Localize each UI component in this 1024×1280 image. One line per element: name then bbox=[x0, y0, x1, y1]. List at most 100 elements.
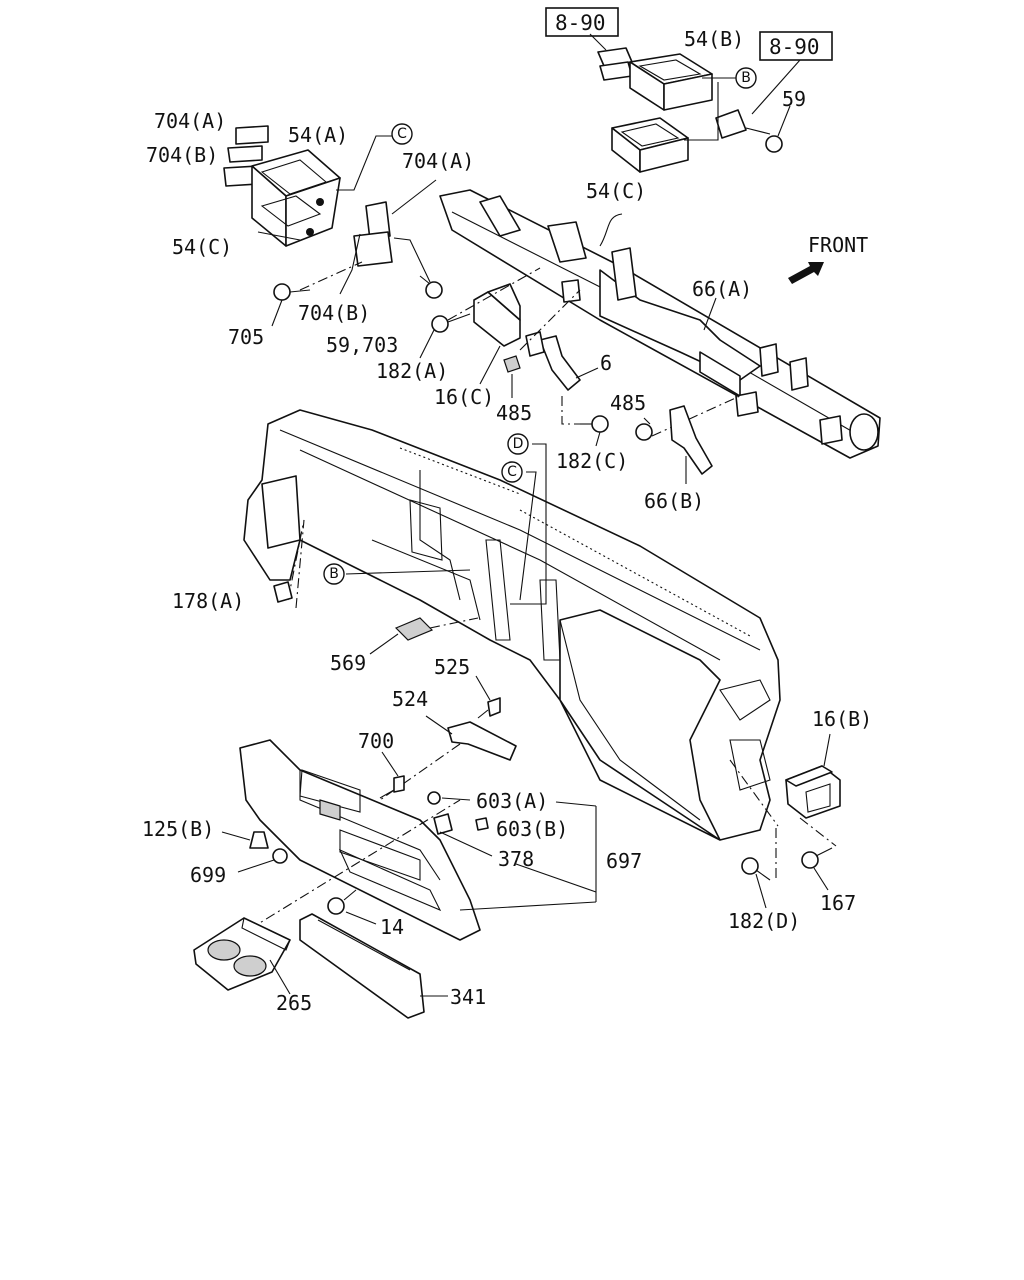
callout-d-mid-text: D bbox=[513, 436, 524, 452]
nut-485-right bbox=[635, 423, 653, 441]
leader-525 bbox=[475, 675, 491, 701]
label-66b[interactable]: 66(B) bbox=[644, 489, 704, 513]
part-16b-bracket bbox=[785, 765, 841, 819]
label-704a-mid[interactable]: 704(A) bbox=[402, 149, 474, 173]
label-341[interactable]: 341 bbox=[450, 985, 486, 1009]
label-704a-left[interactable]: 704(A) bbox=[154, 109, 226, 133]
callout-c-mid[interactable]: C bbox=[501, 461, 523, 483]
leader-265 bbox=[269, 959, 291, 995]
label-524[interactable]: 524 bbox=[392, 687, 428, 711]
callout-c-top[interactable]: C bbox=[391, 123, 413, 145]
part-6-bracket bbox=[525, 331, 581, 391]
direction-front-label: FRONT bbox=[808, 233, 868, 257]
leader-6 bbox=[575, 367, 599, 379]
front-arrow-icon bbox=[788, 262, 824, 284]
leader-54c-left bbox=[257, 231, 301, 241]
label-16c[interactable]: 16(C) bbox=[434, 385, 494, 409]
part-54a-box bbox=[251, 149, 341, 247]
leader-603a bbox=[555, 801, 597, 807]
label-485-right[interactable]: 485 bbox=[610, 391, 646, 415]
label-378[interactable]: 378 bbox=[498, 847, 534, 871]
nut-699 bbox=[272, 848, 288, 864]
callout-c-top-text: C bbox=[397, 126, 407, 142]
callout-b-mid[interactable]: B bbox=[323, 563, 345, 585]
screw-59-703 bbox=[419, 275, 443, 299]
label-66a[interactable]: 66(A) bbox=[692, 277, 752, 301]
screw-182a bbox=[431, 313, 471, 333]
leader-167 bbox=[813, 867, 829, 891]
leader-603a-part bbox=[441, 797, 471, 801]
dash-167 bbox=[799, 817, 837, 847]
dash-16b-left bbox=[729, 759, 779, 827]
dash-485-1 bbox=[519, 289, 581, 351]
leader-16b bbox=[823, 733, 831, 767]
part-instrument-panel bbox=[243, 409, 781, 841]
callout-b-top-text: B bbox=[741, 70, 751, 86]
leader-697 bbox=[459, 901, 597, 911]
leader-66a bbox=[703, 297, 717, 331]
leader-182d bbox=[755, 873, 767, 909]
part-569-plate bbox=[394, 617, 434, 641]
label-182c[interactable]: 182(C) bbox=[556, 449, 628, 473]
label-265[interactable]: 265 bbox=[276, 991, 312, 1015]
label-525[interactable]: 525 bbox=[434, 655, 470, 679]
nut-485-left bbox=[503, 355, 521, 373]
clip-125b bbox=[249, 831, 269, 849]
screw-705 bbox=[273, 283, 311, 301]
label-699[interactable]: 699 bbox=[190, 863, 226, 887]
label-54a[interactable]: 54(A) bbox=[288, 123, 348, 147]
label-54c-right[interactable]: 54(C) bbox=[586, 179, 646, 203]
label-704b-mid[interactable]: 704(B) bbox=[298, 301, 370, 325]
part-704a-bracket-mid bbox=[353, 201, 393, 267]
label-59-top[interactable]: 59 bbox=[782, 87, 806, 111]
callout-d-mid[interactable]: D bbox=[507, 433, 529, 455]
part-697-lower-panel bbox=[239, 739, 481, 941]
dash-705 bbox=[299, 261, 363, 291]
leader-705 bbox=[271, 299, 283, 327]
part-341-glove-lid bbox=[299, 913, 425, 1019]
ref-box-right[interactable]: 8-90 bbox=[759, 31, 833, 61]
label-14[interactable]: 14 bbox=[380, 915, 404, 939]
callout-b-mid-text: B bbox=[329, 566, 339, 582]
leader-704b-mid bbox=[339, 233, 361, 295]
part-704a-bracket-left bbox=[223, 125, 269, 187]
label-705[interactable]: 705 bbox=[228, 325, 264, 349]
label-167[interactable]: 167 bbox=[820, 891, 856, 915]
part-378-pad bbox=[433, 813, 453, 835]
label-54c-left[interactable]: 54(C) bbox=[172, 235, 232, 259]
part-265-cup-holder bbox=[193, 917, 291, 991]
leader-700 bbox=[381, 751, 399, 777]
leader-569 bbox=[369, 633, 399, 655]
label-16b[interactable]: 16(B) bbox=[812, 707, 872, 731]
label-704b-left[interactable]: 704(B) bbox=[146, 143, 218, 167]
label-485-left[interactable]: 485 bbox=[496, 401, 532, 425]
ref-box-left[interactable]: 8-90 bbox=[545, 7, 619, 37]
label-6[interactable]: 6 bbox=[600, 351, 612, 375]
label-54b[interactable]: 54(B) bbox=[684, 27, 744, 51]
label-700[interactable]: 700 bbox=[358, 729, 394, 753]
callout-b-top[interactable]: B bbox=[735, 67, 757, 89]
ref-box-left-label: 8-90 bbox=[555, 11, 606, 35]
part-524-trim bbox=[447, 721, 517, 761]
label-182d[interactable]: 182(D) bbox=[728, 909, 800, 933]
label-603b[interactable]: 603(B) bbox=[496, 817, 568, 841]
bolt-167 bbox=[801, 847, 833, 869]
leader-524 bbox=[425, 715, 453, 735]
clip-603b bbox=[475, 817, 489, 831]
leader-378 bbox=[515, 863, 597, 893]
label-182a[interactable]: 182(A) bbox=[376, 359, 448, 383]
label-125b[interactable]: 125(B) bbox=[142, 817, 214, 841]
label-569[interactable]: 569 bbox=[330, 651, 366, 675]
label-59-703[interactable]: 59,703 bbox=[326, 333, 398, 357]
leader-14 bbox=[345, 911, 377, 925]
leader-8-90-right bbox=[751, 59, 801, 115]
label-603a[interactable]: 603(A) bbox=[476, 789, 548, 813]
label-178a[interactable]: 178(A) bbox=[172, 589, 244, 613]
leader-704a-mid bbox=[391, 179, 437, 215]
label-697[interactable]: 697 bbox=[606, 849, 642, 873]
part-16c-cover bbox=[473, 283, 521, 347]
dash-66b bbox=[651, 395, 741, 437]
screw-700 bbox=[379, 775, 405, 799]
dash-569 bbox=[429, 617, 479, 629]
